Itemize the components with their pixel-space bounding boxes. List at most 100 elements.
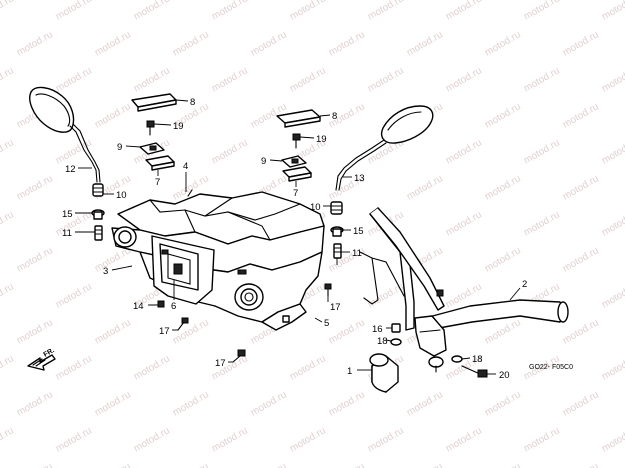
callout-9-right: 9 xyxy=(261,156,266,167)
handlebar-housing xyxy=(111,189,325,331)
watermark-text: motod.ru xyxy=(327,389,367,418)
watermark-text: motod.ru xyxy=(288,425,328,454)
watermark-text: motod.ru xyxy=(522,425,562,454)
callout-17-a: 17 xyxy=(159,326,170,337)
watermark-text: motod.ru xyxy=(15,317,55,346)
watermark-text: motod.ru xyxy=(483,101,523,130)
watermark-text: motod.ru xyxy=(132,0,172,23)
watermark-text: motod.ru xyxy=(561,173,601,202)
watermark-text: motod.ru xyxy=(561,245,601,274)
watermark-text: motod.ru xyxy=(288,0,328,23)
watermark-text: motod.ru xyxy=(444,0,484,23)
callout-9-left: 9 xyxy=(117,142,122,153)
watermark-text: motod.ru xyxy=(171,461,211,468)
watermark-text: motod.ru xyxy=(0,0,16,23)
leader-lines xyxy=(75,99,521,375)
watermark-text: motod.ru xyxy=(561,461,601,468)
watermark-text: motod.ru xyxy=(54,209,94,238)
right-mirror-fittings xyxy=(330,201,344,259)
diagram-code: GO22- F05C0 xyxy=(529,364,573,371)
callout-19-left: 19 xyxy=(173,121,184,132)
callout-3: 3 xyxy=(103,266,108,277)
callout-4: 4 xyxy=(183,161,188,172)
watermark-text: motod.ru xyxy=(522,65,562,94)
watermark-text: motod.ru xyxy=(93,29,133,58)
screws xyxy=(149,283,332,363)
watermark-text: motod.ru xyxy=(0,281,16,310)
watermark-text: motod.ru xyxy=(522,209,562,238)
watermark-text: motod.ru xyxy=(54,0,94,23)
caps-and-bolts xyxy=(131,93,321,182)
watermark-text: motod.ru xyxy=(444,209,484,238)
callout-12: 12 xyxy=(65,164,76,175)
callout-15-left: 15 xyxy=(62,209,73,220)
left-mirror-fittings xyxy=(91,183,105,241)
watermark-text: motod.ru xyxy=(600,0,625,23)
watermark-text: motod.ru xyxy=(483,29,523,58)
callout-6: 6 xyxy=(171,301,176,312)
callout-labels: 8 8 19 19 9 9 7 7 4 12 13 10 10 15 15 11… xyxy=(62,97,527,381)
watermark-text: motod.ru xyxy=(561,317,601,346)
watermark-text: motod.ru xyxy=(405,173,445,202)
watermark-text: motod.ru xyxy=(405,461,445,468)
callout-18-right: 18 xyxy=(472,354,483,365)
watermark-text: motod.ru xyxy=(15,245,55,274)
callout-5: 5 xyxy=(324,318,329,329)
watermark-text: motod.ru xyxy=(249,29,289,58)
watermark-text: motod.ru xyxy=(93,389,133,418)
watermark-text: motod.ru xyxy=(366,281,406,310)
watermark-text: motod.ru xyxy=(288,65,328,94)
watermark-text: motod.ru xyxy=(561,389,601,418)
callout-1: 1 xyxy=(347,366,352,377)
watermark-text: motod.ru xyxy=(54,353,94,382)
watermark-text: motod.ru xyxy=(249,461,289,468)
watermark-text: motod.ru xyxy=(327,461,367,468)
callout-8-right: 8 xyxy=(332,111,337,122)
watermark-text: motod.ru xyxy=(171,29,211,58)
watermark-text: motod.ru xyxy=(444,65,484,94)
watermark-text: motod.ru xyxy=(561,101,601,130)
watermark-text: motod.ru xyxy=(210,0,250,23)
callout-20: 20 xyxy=(499,370,510,381)
watermark-text: motod.ru xyxy=(93,461,133,468)
watermark-text: motod.ru xyxy=(561,29,601,58)
watermark-text: motod.ru xyxy=(132,425,172,454)
watermark-text: motod.ru xyxy=(327,317,367,346)
watermark-text: motod.ru xyxy=(54,65,94,94)
callout-18-left: 18 xyxy=(377,336,388,347)
watermark-text: motod.ru xyxy=(600,353,625,382)
watermark-text: motod.ru xyxy=(0,65,16,94)
watermark-text: motod.ru xyxy=(522,137,562,166)
watermark-text: motod.ru xyxy=(15,29,55,58)
watermark-text: motod.ru xyxy=(366,425,406,454)
watermark-text: motod.ru xyxy=(171,317,211,346)
watermark-text: motod.ru xyxy=(522,0,562,23)
watermark-text: motod.ru xyxy=(15,173,55,202)
callout-11-left: 11 xyxy=(62,228,72,239)
watermark-text: motod.ru xyxy=(444,425,484,454)
front-direction-arrow xyxy=(27,354,56,371)
callout-15-right: 15 xyxy=(353,226,364,237)
watermark-text: motod.ru xyxy=(15,389,55,418)
watermark-text: motod.ru xyxy=(210,65,250,94)
left-mirror xyxy=(29,86,101,183)
watermark-text: motod.ru xyxy=(483,173,523,202)
watermark-text: motod.ru xyxy=(600,137,625,166)
watermark-text: motod.ru xyxy=(600,281,625,310)
callout-10-right: 10 xyxy=(310,202,321,213)
watermark-text: motod.ru xyxy=(366,65,406,94)
watermark-text: motod.ru xyxy=(93,101,133,130)
callout-19-right: 19 xyxy=(316,134,327,145)
watermark-text: motod.ru xyxy=(288,353,328,382)
watermark-text: motod.ru xyxy=(210,425,250,454)
watermark-text: motod.ru xyxy=(93,317,133,346)
watermark-text: motod.ru xyxy=(0,425,16,454)
front-direction-label: FR. xyxy=(43,347,56,359)
watermark-text: motod.ru xyxy=(0,353,16,382)
callout-7-left: 7 xyxy=(155,177,160,188)
callout-16: 16 xyxy=(372,324,383,335)
watermark-text: motod.ru xyxy=(483,317,523,346)
watermark-text: motod.ru xyxy=(483,245,523,274)
